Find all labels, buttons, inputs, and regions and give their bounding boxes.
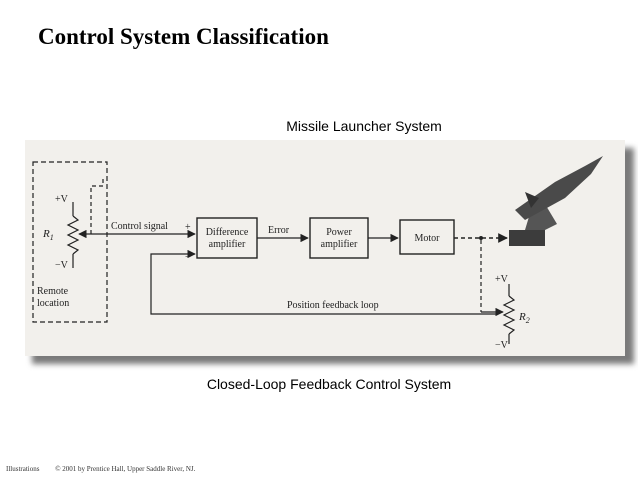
r1-plus-label: +V [55,194,69,205]
remote-location-label-1: Remote [37,286,69,297]
launcher-base [509,224,545,246]
motor-label: Motor [415,233,441,244]
difference-amplifier-block [196,217,258,259]
diagram-figure: +V R1 −V Remote location Control signal … [25,140,625,356]
r1-resistor [66,215,80,255]
difference-amplifier-label-2: amplifier [209,239,246,250]
remote-location-box [32,161,108,323]
r2-label: R2 [518,311,530,325]
footer-illustrations: Illustrations [6,465,40,473]
feedback-return-wire [150,249,497,315]
plus-sign: + [185,222,191,233]
footer-copyright: © 2001 by Prentice Hall, Upper Saddle Ri… [55,465,196,473]
missile-launcher-diagram: +V R1 −V Remote location Control signal … [32,156,603,351]
control-signal-label: Control signal [111,221,168,232]
slide-title: Control System Classification [38,24,329,49]
missile [515,156,603,220]
diagram-subtitle: Missile Launcher System [286,118,442,134]
slide-footer: Illustrations © 2001 by Prentice Hall, U… [6,465,209,473]
r1-label: R1 [42,228,54,242]
power-amplifier-block [309,217,369,259]
diagram-caption: Closed-Loop Feedback Control System [206,376,452,392]
r1-minus-label: −V [55,260,69,271]
difference-amplifier-label-1: Difference [206,227,249,238]
r2-plus-label: +V [495,274,509,285]
r2-minus-label: −V [495,340,509,351]
motor-block [399,219,455,255]
r2-resistor [502,295,516,335]
position-feedback-loop-label: Position feedback loop [287,300,379,311]
remote-location-label-2: location [37,298,69,309]
shaft-junction [479,236,483,240]
power-amplifier-label-2: amplifier [321,239,358,250]
power-amplifier-label-1: Power [326,227,352,238]
missile-fin [525,192,539,208]
error-label: Error [268,225,290,236]
r1-knob-linkage [90,176,104,234]
